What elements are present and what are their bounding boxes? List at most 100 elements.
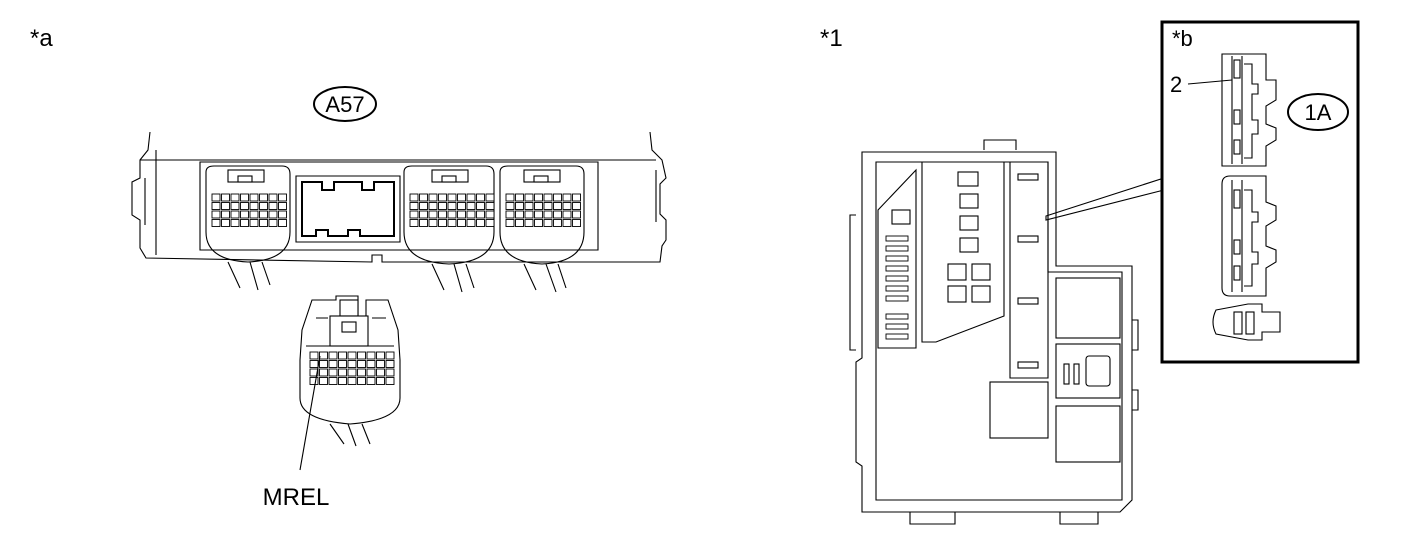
connector-pin (562, 219, 572, 227)
connector-pin (534, 202, 543, 210)
fuse-slot (885, 333, 909, 340)
connector-pin (562, 210, 572, 219)
connector-pin (357, 351, 366, 360)
connector-pin (328, 360, 338, 368)
connector-pin (476, 210, 485, 219)
connector-pin (357, 368, 366, 377)
connector-pin (347, 351, 357, 360)
connector-pin (438, 193, 447, 202)
connector-pin (457, 193, 466, 202)
connector-pin (543, 210, 553, 219)
harness-connector (299, 295, 401, 471)
ecu-socket-4 (499, 165, 585, 293)
connector-pin (249, 210, 259, 219)
connector-pin (534, 193, 543, 202)
connector-pin (338, 368, 347, 377)
connector-pin (259, 202, 268, 210)
connector-pin (376, 351, 385, 360)
connector-pin (543, 219, 553, 227)
connector-pin (385, 351, 395, 360)
connector-pin (249, 219, 259, 227)
connector-pin (428, 219, 438, 227)
connector-pin (249, 202, 259, 210)
connector-pin (366, 377, 376, 385)
connector-pin (309, 351, 319, 360)
connector-pin (524, 219, 534, 227)
connector-pin (347, 360, 357, 368)
connector-pin (221, 210, 230, 219)
connector-pin (466, 193, 476, 202)
connector-pin (419, 202, 428, 210)
callout-frame (1160, 20, 1360, 364)
connector-pin (553, 210, 562, 219)
connector-pin (221, 219, 230, 227)
connector-pin (438, 210, 447, 219)
connector-pin (221, 193, 230, 202)
fuse-slot (885, 323, 909, 330)
connector-pin (376, 360, 385, 368)
connector-pin (447, 193, 457, 202)
connector-pin (230, 219, 240, 227)
connector-pin (485, 210, 495, 219)
connector-pin (338, 360, 347, 368)
connector-pin (211, 219, 221, 227)
ecu-socket-2 (295, 175, 401, 243)
panel-1-label: *1 (820, 25, 843, 52)
connector-pin (211, 193, 221, 202)
fuse-slot (885, 255, 909, 262)
ecu-socket-1 (205, 165, 291, 291)
connector-pin (553, 219, 562, 227)
fuse-slot (885, 235, 909, 242)
panel-a-label: *a (30, 25, 53, 52)
connector-pin (240, 219, 249, 227)
connector-pin (259, 210, 268, 219)
connector-pin (505, 210, 515, 219)
connector-1a (1221, 53, 1277, 167)
junction-block (849, 139, 1139, 525)
connector-pin (457, 219, 466, 227)
connector-pin (515, 193, 524, 202)
fuse-slot (885, 313, 909, 320)
connector-pin (524, 193, 534, 202)
connector-pin (562, 193, 572, 202)
connector-small (1212, 303, 1281, 341)
connector-pin (409, 210, 419, 219)
connector-pin (328, 377, 338, 385)
fuse-slot (885, 275, 909, 282)
connector-pin (553, 193, 562, 202)
connector-pin (278, 210, 287, 219)
a57-label: A57 (325, 92, 364, 117)
connector-pin (457, 202, 466, 210)
connector-pin (534, 210, 543, 219)
connector-pin (485, 219, 495, 227)
connector-pin (319, 351, 328, 360)
connector-pin (357, 377, 366, 385)
connector-pin (572, 210, 581, 219)
fuse-slot (885, 245, 909, 252)
connector-pin (419, 219, 428, 227)
connector-pin (385, 368, 395, 377)
connector-pin (438, 202, 447, 210)
connector-pin (366, 351, 376, 360)
connector-pin (319, 377, 328, 385)
mrel-leader-line (299, 355, 321, 471)
connector-pin (268, 193, 278, 202)
connector-pin (259, 219, 268, 227)
connector-pin (485, 202, 495, 210)
connector-pin (543, 202, 553, 210)
connector-pin (309, 360, 319, 368)
connector-pin (278, 202, 287, 210)
ecu-socket-3 (403, 165, 495, 293)
connector-pin (543, 193, 553, 202)
ecu-unit (131, 131, 667, 293)
connector-pin (505, 202, 515, 210)
connector-pin (447, 219, 457, 227)
connector-pin (485, 193, 495, 202)
connector-pin (278, 193, 287, 202)
connector-pin (409, 202, 419, 210)
connector-pin (466, 210, 476, 219)
connector-pin (249, 193, 259, 202)
connector-pin (515, 219, 524, 227)
connector-pin (278, 219, 287, 227)
